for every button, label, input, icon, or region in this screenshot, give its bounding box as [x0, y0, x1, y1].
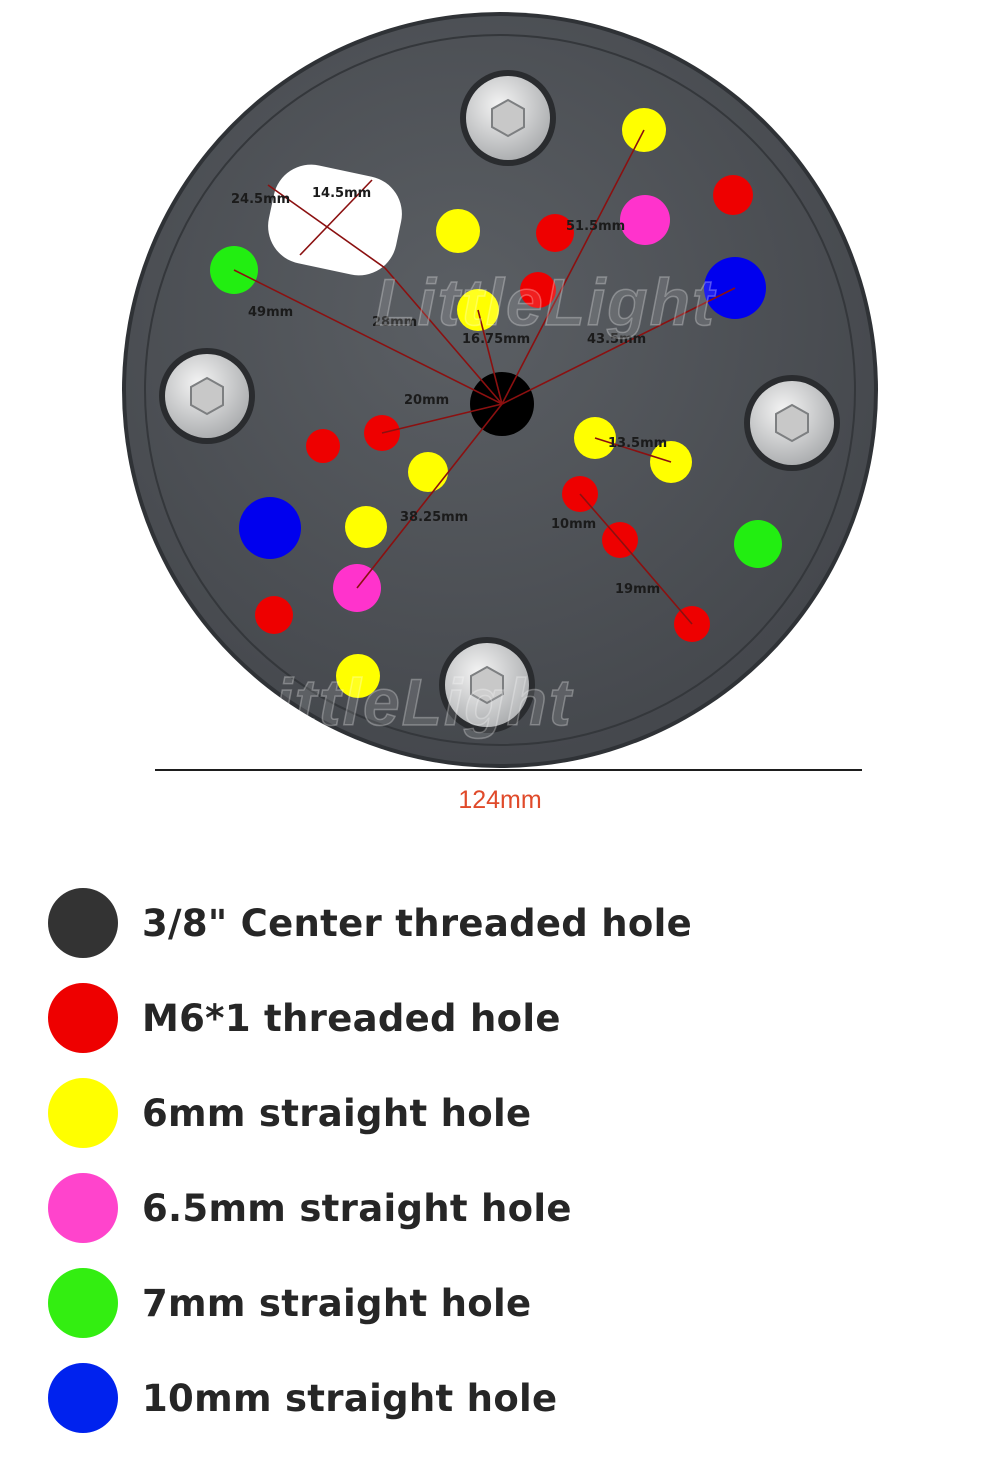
- legend-item-7mm: 7mm straight hole: [48, 1268, 948, 1363]
- legend-item-6mm: 6mm straight hole: [48, 1078, 948, 1173]
- legend-label: 10mm straight hole: [142, 1377, 558, 1420]
- dim-slot-length: 24.5mm: [231, 192, 290, 207]
- dim-16-75: 16.75mm: [462, 332, 530, 347]
- legend-item-6-5mm: 6.5mm straight hole: [48, 1173, 948, 1268]
- legend: 3/8" Center threaded hole M6*1 threaded …: [48, 888, 948, 1458]
- screw-left: [159, 348, 255, 444]
- plate-rim: [144, 34, 856, 746]
- hole-m6: [520, 272, 556, 308]
- legend-swatch: [48, 1173, 118, 1243]
- legend-item-center: 3/8" Center threaded hole: [48, 888, 948, 983]
- dim-43-5: 43.5mm: [587, 332, 646, 347]
- dim-19: 19mm: [615, 582, 660, 597]
- hole-7mm: [734, 520, 782, 568]
- legend-label: 7mm straight hole: [142, 1282, 532, 1325]
- hole-m6: [536, 214, 574, 252]
- legend-label: M6*1 threaded hole: [142, 997, 561, 1040]
- overall-width-label: 124mm: [458, 786, 541, 814]
- hole-m6: [713, 175, 753, 215]
- slot-cutout: [268, 164, 402, 276]
- hole-6mm: [436, 209, 480, 253]
- legend-item-m6: M6*1 threaded hole: [48, 983, 948, 1078]
- legend-swatch: [48, 1363, 118, 1433]
- watermark-logo: LittleLight: [375, 265, 717, 339]
- legend-label: 3/8" Center threaded hole: [142, 902, 692, 945]
- dim-20: 20mm: [404, 393, 449, 408]
- dim-49: 49mm: [248, 305, 293, 320]
- dim-10: 10mm: [551, 517, 596, 532]
- hole-10mm: [239, 497, 301, 559]
- screw-bottom: [439, 637, 535, 733]
- hole-6-5mm: [620, 195, 670, 245]
- hole-m6: [255, 596, 293, 634]
- mounting-plate-diagram: 24.5mm 14.5mm 51.5mm 49mm 28mm 16.75mm 4…: [122, 12, 878, 814]
- holes: [210, 108, 782, 698]
- legend-swatch: [48, 1078, 118, 1148]
- screw-top: [460, 70, 556, 166]
- hole-6mm: [345, 506, 387, 548]
- hole-6mm: [336, 654, 380, 698]
- hole-6mm: [408, 452, 448, 492]
- dim-slot-width: 14.5mm: [312, 186, 371, 201]
- legend-item-10mm: 10mm straight hole: [48, 1363, 948, 1458]
- legend-swatch: [48, 888, 118, 958]
- legend-swatch: [48, 1268, 118, 1338]
- dim-28: 28mm: [372, 315, 417, 330]
- watermark-logo: LittleLight: [232, 665, 574, 739]
- hole-m6: [306, 429, 340, 463]
- legend-swatch: [48, 983, 118, 1053]
- dimension-lines: [233, 129, 736, 625]
- dim-51-5: 51.5mm: [566, 219, 625, 234]
- dim-38-25: 38.25mm: [400, 510, 468, 525]
- screw-right: [744, 375, 840, 471]
- legend-label: 6mm straight hole: [142, 1092, 532, 1135]
- dim-13-5: 13.5mm: [608, 436, 667, 451]
- legend-label: 6.5mm straight hole: [142, 1187, 572, 1230]
